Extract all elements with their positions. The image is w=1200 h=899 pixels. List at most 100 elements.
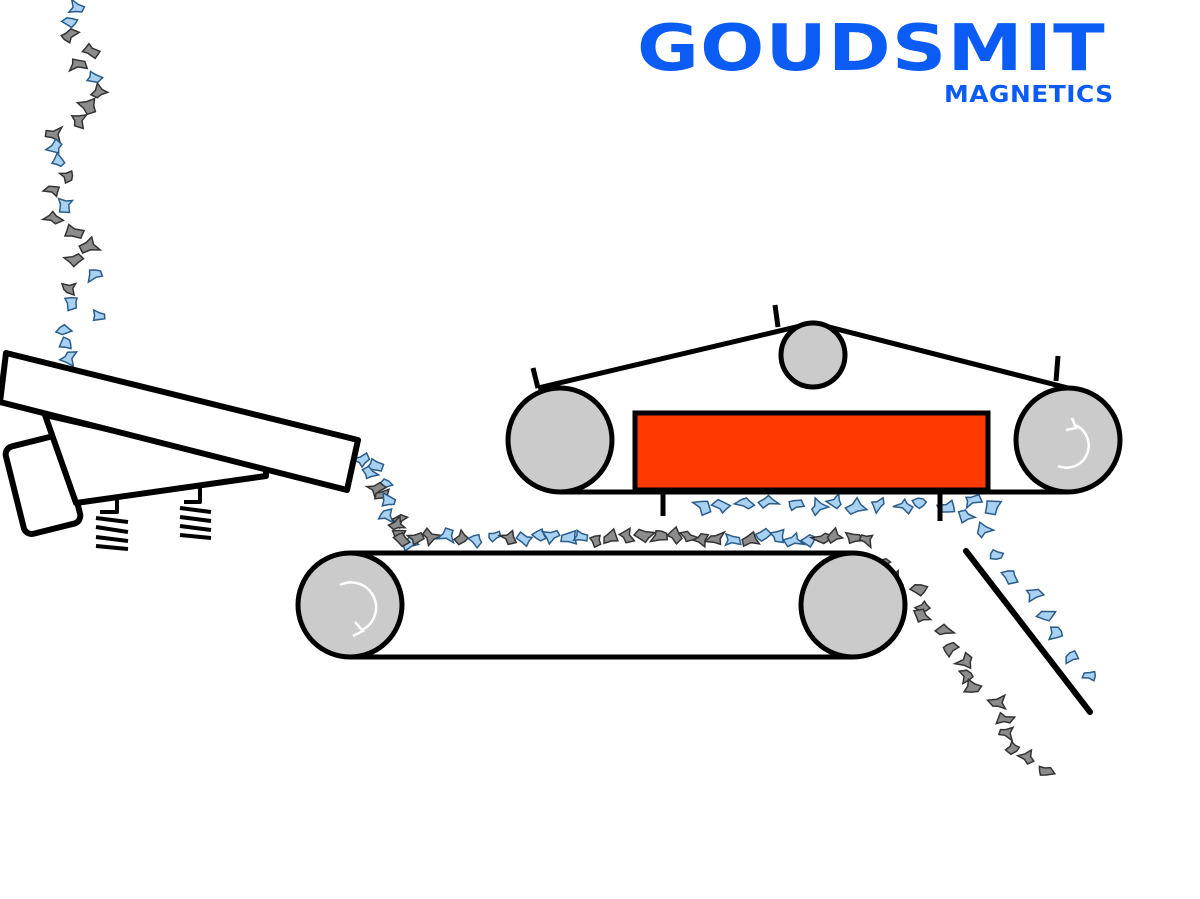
rotation-arrow-icon [1057, 423, 1090, 469]
ferrous-particle [89, 81, 110, 99]
ferrous-particle [844, 531, 865, 545]
ferrous-particle [912, 608, 933, 624]
logo-magnetics: MAGNETICS [944, 82, 1114, 108]
nonferrous-particle [540, 529, 561, 546]
ferrous-particle [1038, 765, 1057, 776]
ferrous-particle [75, 97, 97, 116]
ferrous-particle [497, 529, 518, 546]
ferrous-particle [405, 531, 426, 546]
ferrous-particle [68, 58, 89, 73]
nonferrous-particle [50, 151, 66, 168]
ferrous-particle [44, 125, 64, 143]
ferrous-particle [666, 525, 683, 546]
rotation-arrow-icon [339, 581, 378, 632]
splitter-plate [963, 548, 1093, 715]
ferrous-particle [995, 711, 1017, 725]
nonferrous-particle [844, 496, 869, 516]
ferrous-particle [453, 528, 470, 546]
magnet-block [632, 410, 991, 493]
ferrous-particle [617, 526, 636, 544]
ferrous-particle [62, 253, 85, 268]
nonferrous-particle [732, 497, 756, 510]
nonferrous-particle [57, 351, 79, 368]
ferrous-particle [603, 527, 619, 545]
ferrous-particle [997, 726, 1015, 743]
nonferrous-particle [964, 493, 984, 510]
nonferrous-particle [60, 16, 79, 29]
nonferrous-particle [57, 197, 75, 214]
ferrous-particle [41, 185, 61, 198]
nonferrous-particle [435, 527, 455, 545]
ferrous-particle [70, 113, 89, 130]
nonferrous-particle [85, 70, 105, 84]
ferrous-particle [703, 530, 727, 546]
spring-right [179, 488, 212, 540]
nonferrous-particle [87, 269, 104, 284]
nonferrous-particle [999, 570, 1019, 585]
ferrous-particle [858, 534, 874, 550]
feeder-trough [0, 350, 361, 493]
nonferrous-particle [757, 494, 782, 510]
ferrous-particle [908, 584, 929, 597]
ferrous-particle [81, 42, 102, 60]
nonferrous-particle [1047, 626, 1064, 641]
nonferrous-particle [754, 527, 773, 543]
material-particles [40, 0, 1097, 776]
nonferrous-particle [488, 530, 502, 543]
nonferrous-particle [54, 323, 74, 336]
spring-left [95, 497, 129, 551]
ferrous-particle [741, 530, 762, 548]
ferrous-particle [648, 529, 669, 543]
ferrous-particle [962, 678, 983, 693]
nonferrous-particle [768, 528, 785, 544]
magnet-roller-right [1013, 385, 1123, 495]
nonferrous-particle [911, 497, 928, 510]
nonferrous-particle [724, 532, 742, 547]
ferrous-particle [826, 526, 845, 545]
conveyor-roller-right [798, 550, 908, 660]
ferrous-particle [986, 693, 1008, 711]
nonferrous-particle [976, 521, 996, 539]
ferrous-particle [387, 513, 408, 531]
nonferrous-particle [63, 296, 78, 312]
nonferrous-particle [515, 531, 534, 548]
nonferrous-particle [824, 491, 842, 510]
overband-magnet [505, 304, 1123, 521]
nonferrous-particle [710, 498, 732, 515]
nonferrous-particle [810, 496, 831, 517]
ferrous-particle [63, 223, 86, 240]
nonferrous-particle [381, 491, 397, 507]
ferrous-particle [40, 210, 66, 225]
nonferrous-particle [58, 336, 72, 350]
ferrous-particle [808, 532, 835, 545]
nonferrous-particle [466, 533, 483, 550]
ferrous-particle [60, 282, 78, 297]
ferrous-particle [952, 651, 973, 670]
nonferrous-particle [44, 137, 63, 154]
vibratory-feeder [0, 350, 361, 551]
nonferrous-particle [361, 465, 381, 480]
nonferrous-particle [690, 500, 712, 517]
nonferrous-particle [892, 497, 914, 515]
nonferrous-particle [377, 507, 395, 525]
ferrous-particle [60, 28, 81, 44]
ferrous-particle [57, 169, 74, 185]
top-roller [778, 320, 848, 390]
nonferrous-particle [788, 499, 806, 512]
nonferrous-particle [1034, 610, 1057, 622]
ferrous-particle [632, 528, 657, 544]
nonferrous-particle [92, 308, 106, 322]
nonferrous-particle [1025, 588, 1046, 603]
ferrous-particle [1015, 748, 1035, 766]
ferrous-particle [588, 534, 602, 549]
nonferrous-particle [572, 528, 589, 542]
magnet-roller-left [505, 385, 615, 495]
nonferrous-particle [870, 496, 885, 515]
nonferrous-particle [67, 0, 86, 14]
nonferrous-particle [957, 509, 978, 524]
ferrous-particle [942, 641, 961, 659]
conveyor-roller-left [295, 550, 405, 660]
logo-goudsmit: GOUDSMIT [637, 12, 1106, 86]
